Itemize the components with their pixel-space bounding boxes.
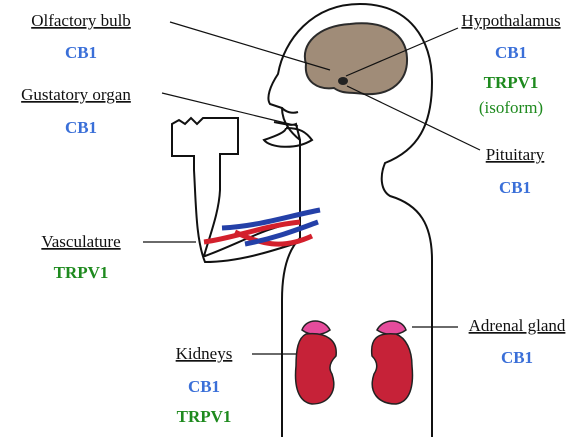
label-adrenal-gland: Adrenal gland — [469, 316, 566, 335]
label-pituitary: Pituitary — [486, 145, 545, 164]
label-olfactory-bulb: Olfactory bulb — [31, 11, 131, 30]
vasculature-trpv1: TRPV1 — [54, 263, 109, 282]
kidney-right — [372, 334, 413, 404]
kidney-left — [296, 334, 337, 404]
adrenal-gland-left — [302, 321, 330, 335]
hypothalamus-cb1: CB1 — [495, 43, 527, 62]
label-hypothalamus: Hypothalamus — [461, 11, 560, 30]
pituitary-gland — [338, 77, 348, 85]
leader-pituitary — [347, 86, 480, 150]
leader-gustatory — [162, 93, 298, 126]
hypothalamus-trpv1: TRPV1 — [484, 73, 539, 92]
adrenal-gland-right — [377, 321, 406, 335]
label-kidneys: Kidneys — [176, 344, 233, 363]
kidneys-trpv1: TRPV1 — [177, 407, 232, 426]
brain-shape — [305, 23, 407, 94]
pituitary-cb1: CB1 — [499, 178, 531, 197]
gustatory-cb1: CB1 — [65, 118, 97, 137]
adrenal-cb1: CB1 — [501, 348, 533, 367]
label-gustatory-organ: Gustatory organ — [21, 85, 131, 104]
label-vasculature: Vasculature — [41, 232, 120, 251]
olfactory-cb1: CB1 — [65, 43, 97, 62]
hypothalamus-isoform-note: (isoform) — [479, 98, 543, 117]
kidneys-cb1: CB1 — [188, 377, 220, 396]
